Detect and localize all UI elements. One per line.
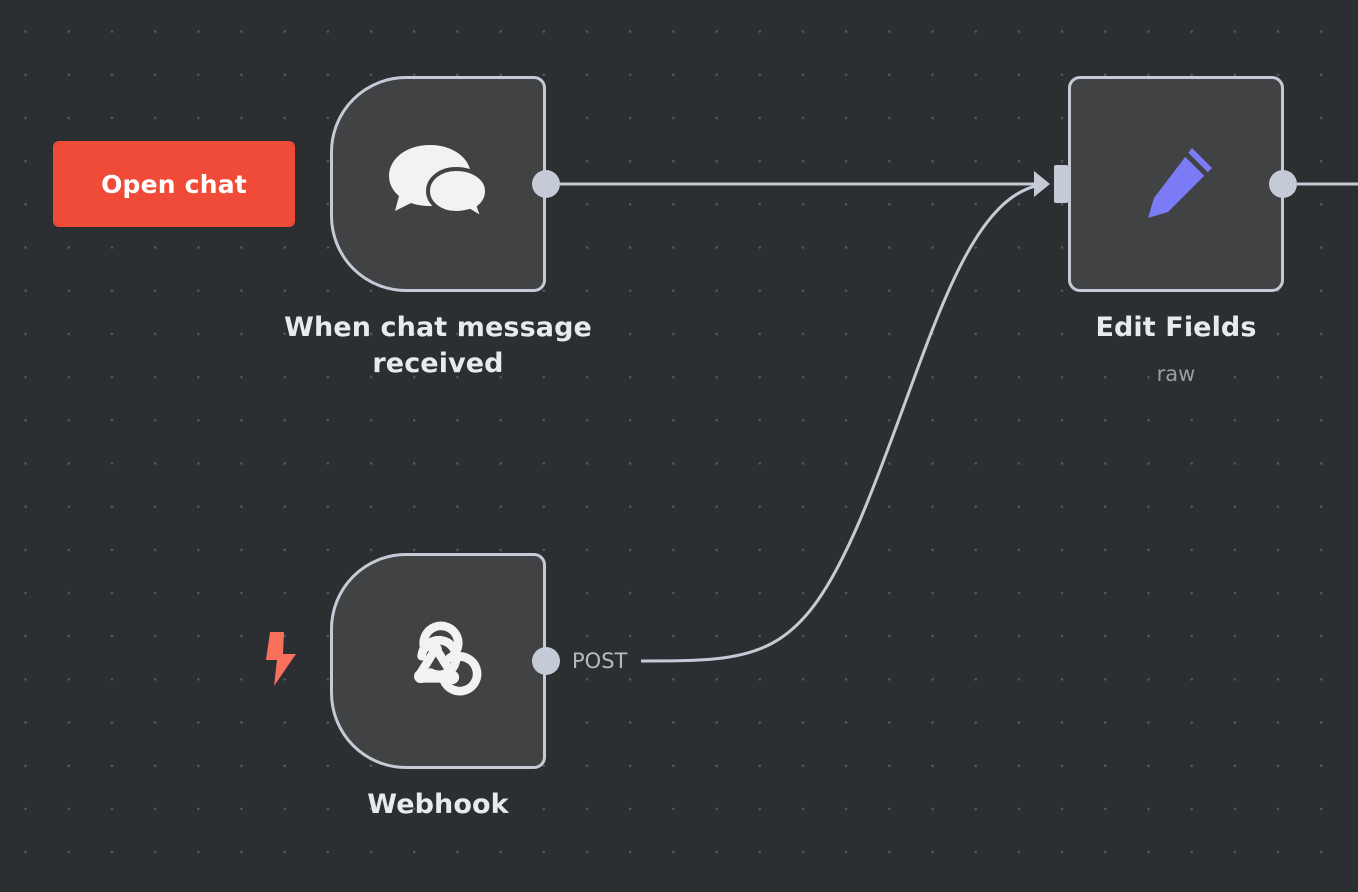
lightning-bolt-icon bbox=[262, 630, 302, 688]
input-arrow-edit-fields bbox=[1034, 171, 1050, 197]
webhook-icon bbox=[390, 613, 486, 709]
pencil-icon bbox=[1128, 136, 1224, 232]
output-port-label-webhook: POST bbox=[572, 649, 628, 673]
node-label-when-chat-message-received: When chat message received bbox=[284, 312, 592, 379]
node-body-when-chat-message-received[interactable] bbox=[330, 76, 546, 292]
node-body-webhook[interactable] bbox=[330, 553, 546, 769]
node-body-edit-fields[interactable] bbox=[1068, 76, 1284, 292]
node-label-webhook: Webhook bbox=[367, 789, 509, 820]
edge-webhook-to-edit-fields bbox=[640, 183, 1041, 663]
input-port-edit-fields[interactable] bbox=[1054, 165, 1068, 203]
output-port-webhook[interactable] bbox=[532, 647, 560, 675]
chat-bubbles-icon bbox=[386, 143, 490, 225]
node-label-edit-fields: Edit Fields bbox=[1095, 312, 1257, 343]
open-chat-button[interactable]: Open chat bbox=[53, 141, 295, 227]
output-port-edit-fields[interactable] bbox=[1269, 170, 1297, 198]
node-sublabel-edit-fields: raw bbox=[1156, 362, 1196, 386]
output-port-when-chat-message-received[interactable] bbox=[532, 170, 560, 198]
